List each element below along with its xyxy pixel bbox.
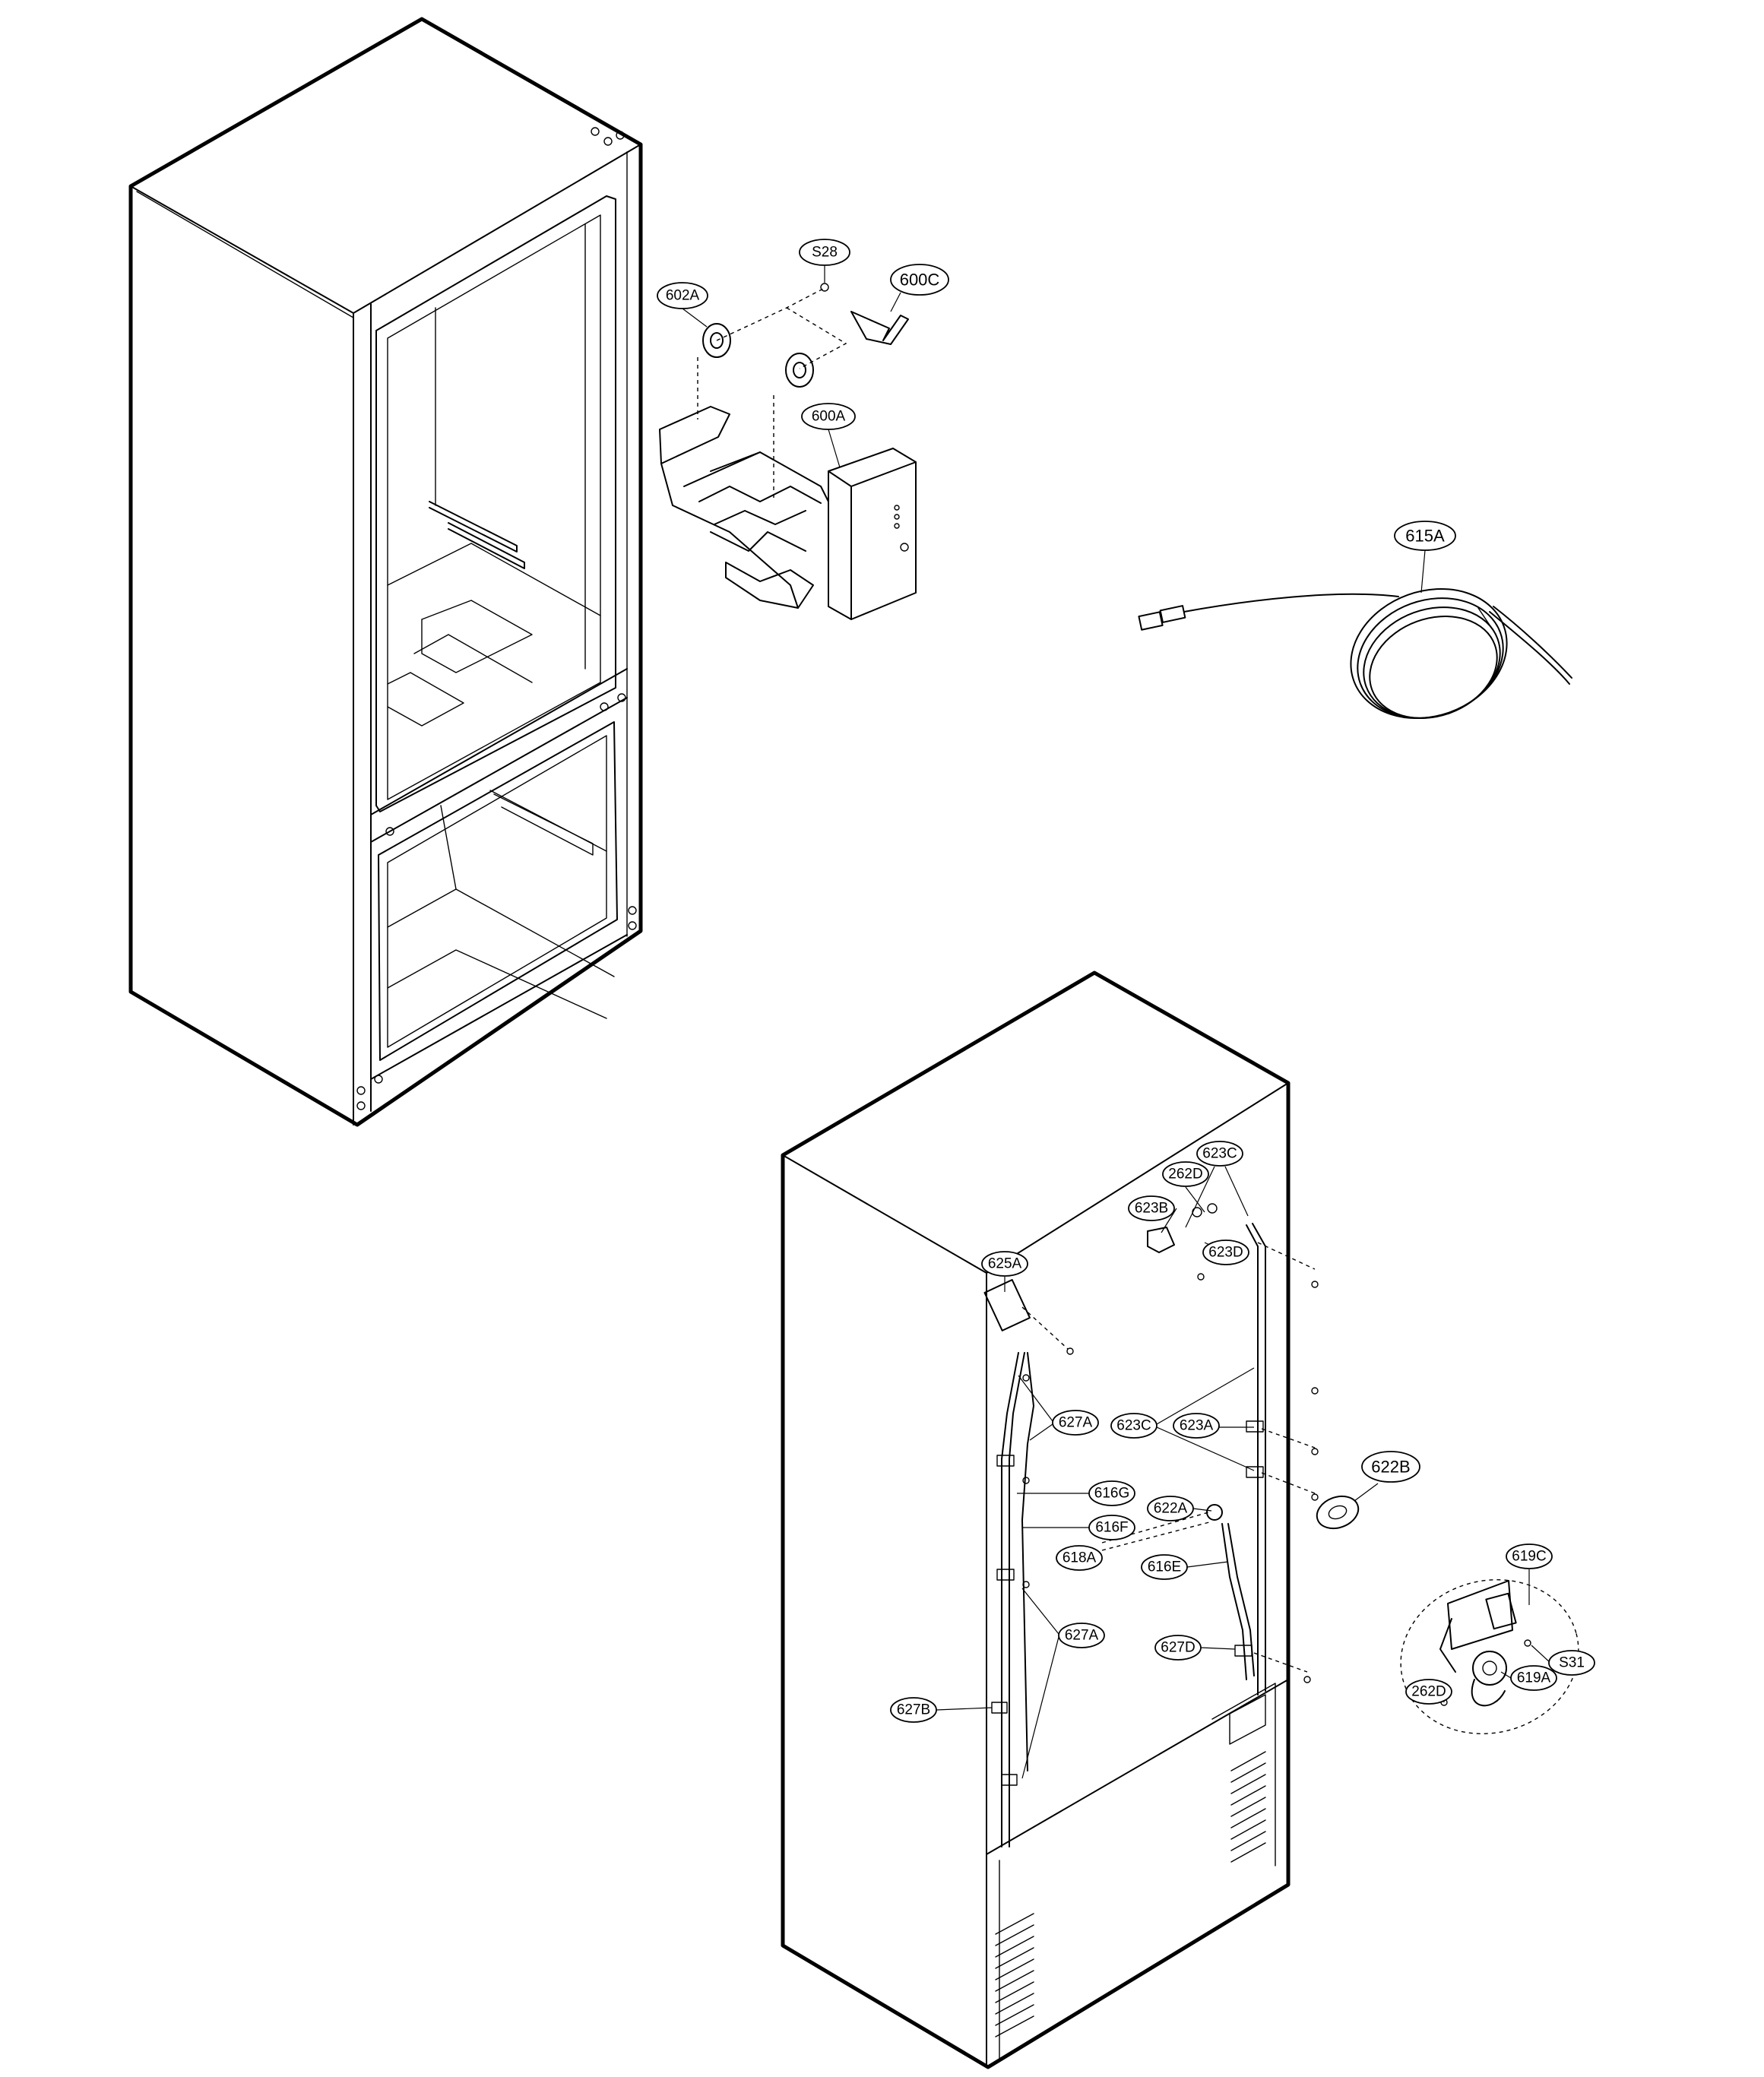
rear-vent-left bbox=[995, 1913, 1034, 2037]
callout-618a: 618A bbox=[1056, 1545, 1103, 1571]
svg-text:600C: 600C bbox=[900, 271, 940, 290]
svg-text:S28: S28 bbox=[812, 245, 838, 261]
svg-text:262D: 262D bbox=[1168, 1167, 1202, 1183]
leader-lines bbox=[682, 265, 1551, 1779]
svg-text:600A: 600A bbox=[812, 409, 846, 425]
callout-602a: 602A bbox=[657, 282, 708, 309]
svg-text:616G: 616G bbox=[1094, 1486, 1129, 1502]
svg-text:623B: 623B bbox=[1135, 1201, 1168, 1217]
ice-maker-drawing bbox=[659, 283, 917, 620]
callout-623c-mid: 623C bbox=[1110, 1413, 1158, 1439]
callout-615a: 615A bbox=[1394, 521, 1456, 551]
svg-text:627B: 627B bbox=[897, 1702, 930, 1718]
svg-text:615A: 615A bbox=[1405, 527, 1445, 546]
water-tube-drawing bbox=[1138, 587, 1572, 720]
svg-text:623A: 623A bbox=[1180, 1418, 1214, 1434]
rear-cabinet-drawing bbox=[781, 970, 1360, 2069]
svg-text:619A: 619A bbox=[1517, 1670, 1551, 1686]
svg-text:627D: 627D bbox=[1161, 1640, 1195, 1656]
svg-text:623C: 623C bbox=[1116, 1418, 1151, 1434]
svg-text:623C: 623C bbox=[1202, 1146, 1237, 1162]
callout-616g: 616G bbox=[1088, 1480, 1135, 1506]
callout-s28: S28 bbox=[799, 239, 850, 266]
svg-text:262D: 262D bbox=[1411, 1684, 1446, 1700]
svg-text:602A: 602A bbox=[666, 288, 700, 304]
callout-600c: 600C bbox=[890, 264, 949, 296]
water-valve-drawing bbox=[1400, 1578, 1579, 1735]
svg-text:S31: S31 bbox=[1559, 1655, 1585, 1671]
callout-625a: 625A bbox=[981, 1251, 1028, 1277]
callout-627b: 627B bbox=[890, 1697, 937, 1723]
svg-text:627A: 627A bbox=[1065, 1628, 1099, 1644]
callout-627d: 627D bbox=[1154, 1635, 1202, 1661]
callout-623b: 623B bbox=[1128, 1195, 1175, 1221]
callout-262d-bottom: 262D bbox=[1405, 1679, 1452, 1705]
callout-622b: 622B bbox=[1361, 1451, 1420, 1483]
svg-text:618A: 618A bbox=[1063, 1550, 1097, 1566]
svg-text:627A: 627A bbox=[1059, 1415, 1093, 1431]
callout-s31: S31 bbox=[1548, 1650, 1595, 1676]
callout-619a: 619A bbox=[1510, 1665, 1557, 1691]
callout-623c-top: 623C bbox=[1196, 1141, 1243, 1167]
callout-623d: 623D bbox=[1202, 1240, 1249, 1265]
callout-262d-top: 262D bbox=[1162, 1161, 1209, 1187]
callout-623a: 623A bbox=[1173, 1413, 1220, 1439]
svg-text:625A: 625A bbox=[988, 1256, 1022, 1272]
callout-627a-bottom: 627A bbox=[1058, 1623, 1105, 1648]
svg-text:616F: 616F bbox=[1095, 1520, 1128, 1536]
callout-600a: 600A bbox=[801, 403, 856, 430]
callout-619c: 619C bbox=[1506, 1544, 1553, 1569]
svg-text:622B: 622B bbox=[1371, 1458, 1410, 1477]
callout-627a-top: 627A bbox=[1052, 1410, 1099, 1436]
svg-text:623D: 623D bbox=[1208, 1245, 1243, 1261]
svg-text:622A: 622A bbox=[1154, 1501, 1188, 1517]
callout-616f: 616F bbox=[1088, 1515, 1135, 1540]
front-cabinet-drawing bbox=[128, 17, 643, 1127]
callout-622a: 622A bbox=[1147, 1496, 1194, 1521]
callout-616e: 616E bbox=[1141, 1554, 1188, 1580]
svg-text:619C: 619C bbox=[1512, 1549, 1546, 1565]
rear-vent-right bbox=[1229, 1694, 1266, 1863]
svg-text:616E: 616E bbox=[1148, 1559, 1181, 1575]
